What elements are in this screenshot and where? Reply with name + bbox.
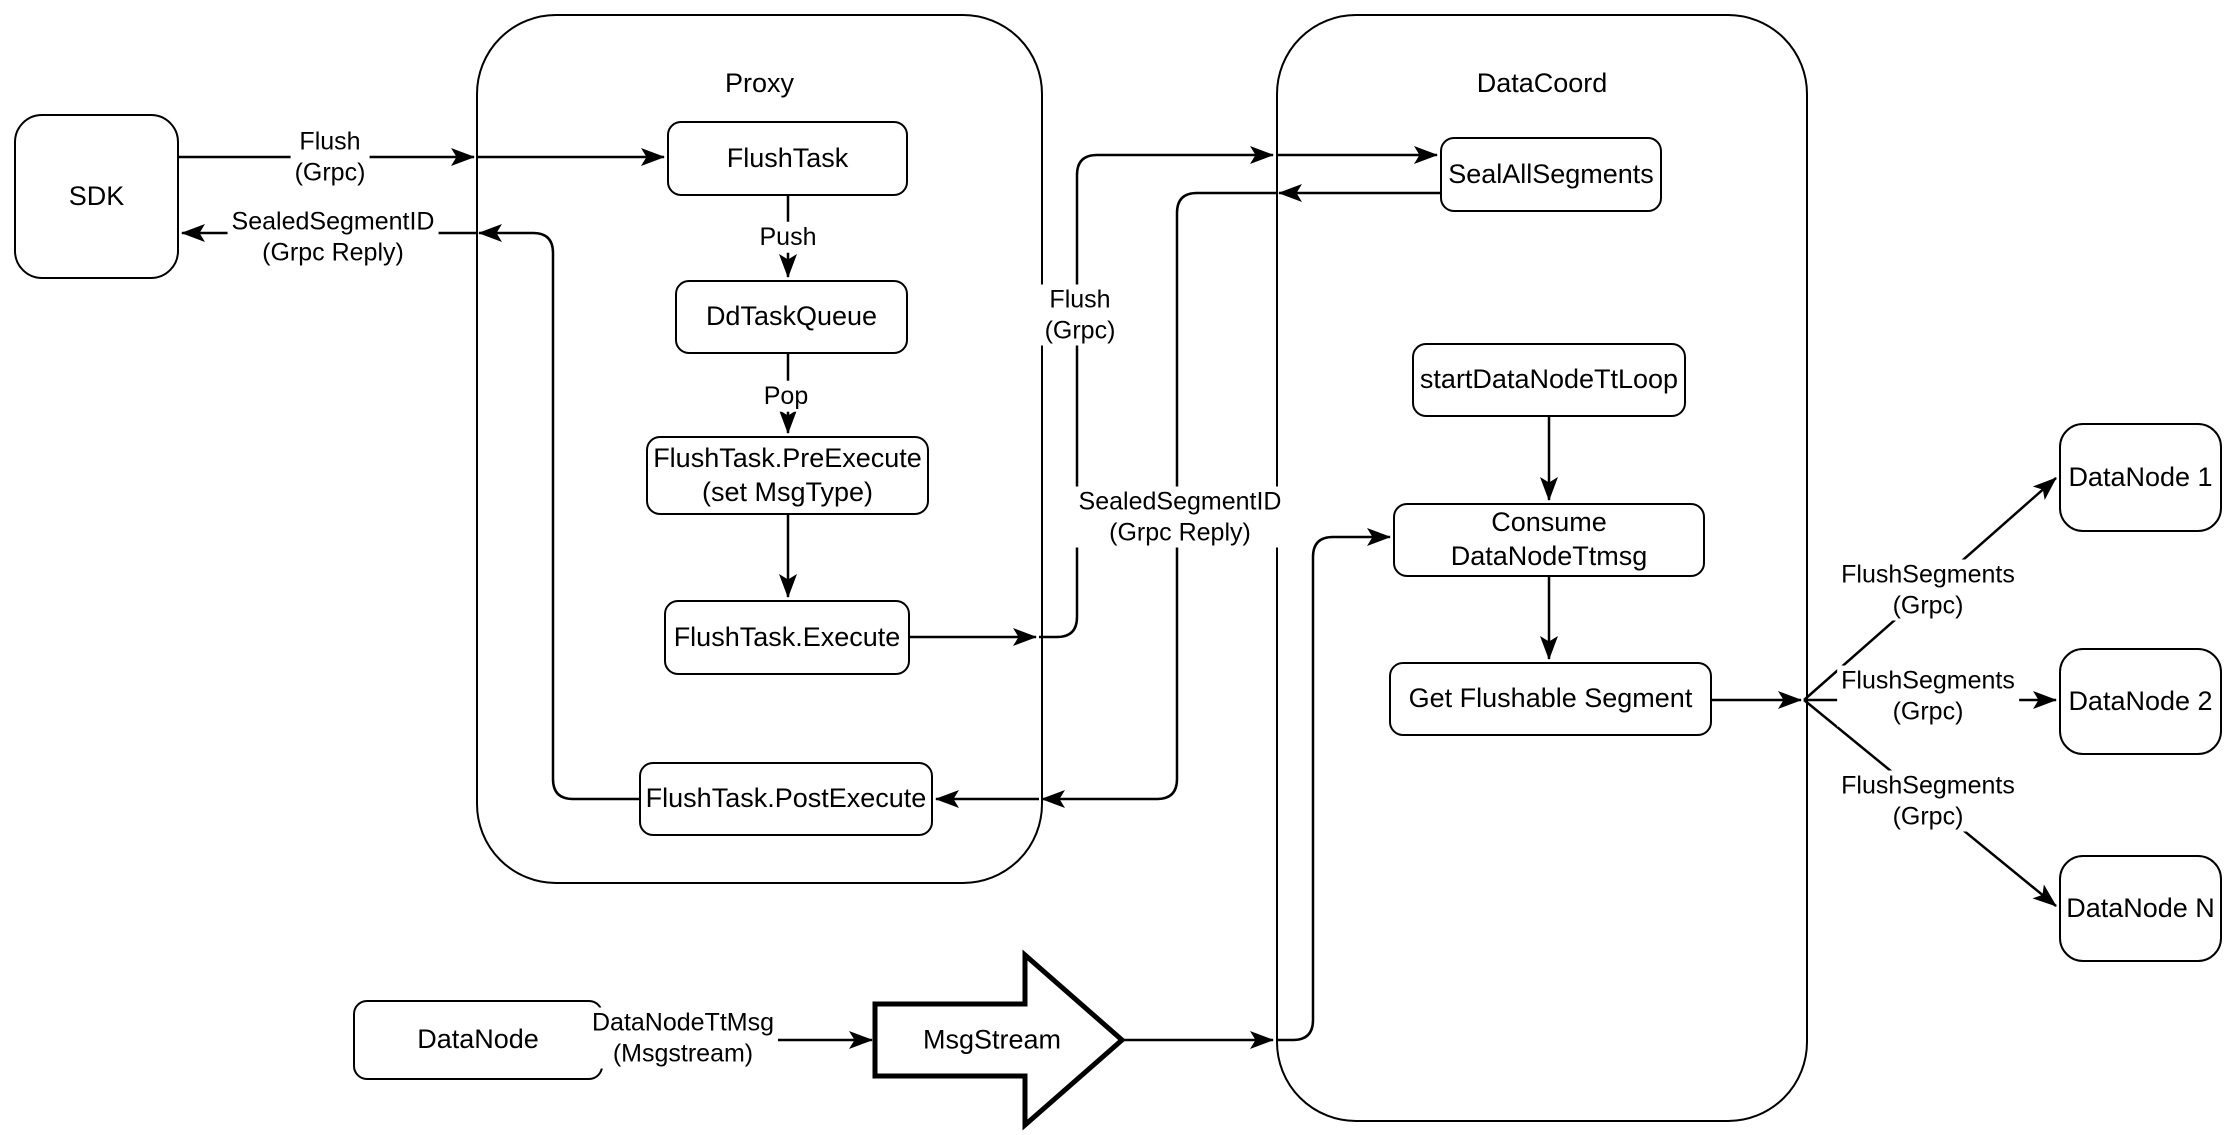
datacoord-container-title: DataCoord — [1476, 68, 1608, 98]
node-datanode-1: DataNode 1 — [2059, 423, 2222, 532]
node-startdatanodettloop: startDataNodeTtLoop — [1412, 343, 1686, 417]
node-datanode-2: DataNode 2 — [2059, 648, 2222, 755]
edge-label-push: Push — [755, 221, 821, 253]
node-ddtaskqueue: DdTaskQueue — [675, 280, 908, 354]
node-get-flushable-segment: Get Flushable Segment — [1389, 662, 1712, 736]
edge-label-flushsegments-3: FlushSegments (Grpc) — [1837, 770, 2019, 832]
node-datanode-n: DataNode N — [2059, 855, 2222, 962]
node-sdk: SDK — [14, 114, 179, 279]
node-flushtask-execute: FlushTask.Execute — [664, 600, 910, 675]
node-flushtask: FlushTask — [667, 121, 908, 196]
datacoord-container: DataCoord — [1276, 14, 1808, 1122]
msgstream-label: MsgStream — [922, 1024, 1062, 1055]
edge-label-flush-proxy: Flush (Grpc) — [1040, 284, 1120, 346]
edge-label-pop: Pop — [759, 380, 813, 412]
edge-label-flush-sdk: Flush (Grpc) — [290, 126, 370, 188]
edge-label-sealedsegmentid-reply-datacoord: SealedSegmentID (Grpc Reply) — [1074, 486, 1286, 548]
proxy-container: Proxy — [476, 14, 1043, 884]
node-flushtask-postexecute: FlushTask.PostExecute — [639, 762, 933, 836]
edge-label-datanodettmsg: DataNodeTtMsg (Msgstream) — [587, 1007, 779, 1069]
edge-label-flushsegments-1: FlushSegments (Grpc) — [1837, 559, 2019, 621]
node-consume-datanodettmsg: Consume DataNodeTtmsg — [1393, 503, 1705, 577]
node-flushtask-preexecute: FlushTask.PreExecute (set MsgType) — [646, 436, 929, 515]
proxy-container-title: Proxy — [724, 68, 795, 98]
edge-label-flushsegments-2: FlushSegments (Grpc) — [1837, 665, 2019, 727]
node-sealallsegments: SealAllSegments — [1440, 137, 1662, 212]
msgstream-arrow-shape — [872, 949, 1126, 1131]
edge-label-sealedsegmentid-reply-sdk: SealedSegmentID (Grpc Reply) — [227, 206, 439, 268]
node-datanode: DataNode — [353, 1000, 603, 1080]
